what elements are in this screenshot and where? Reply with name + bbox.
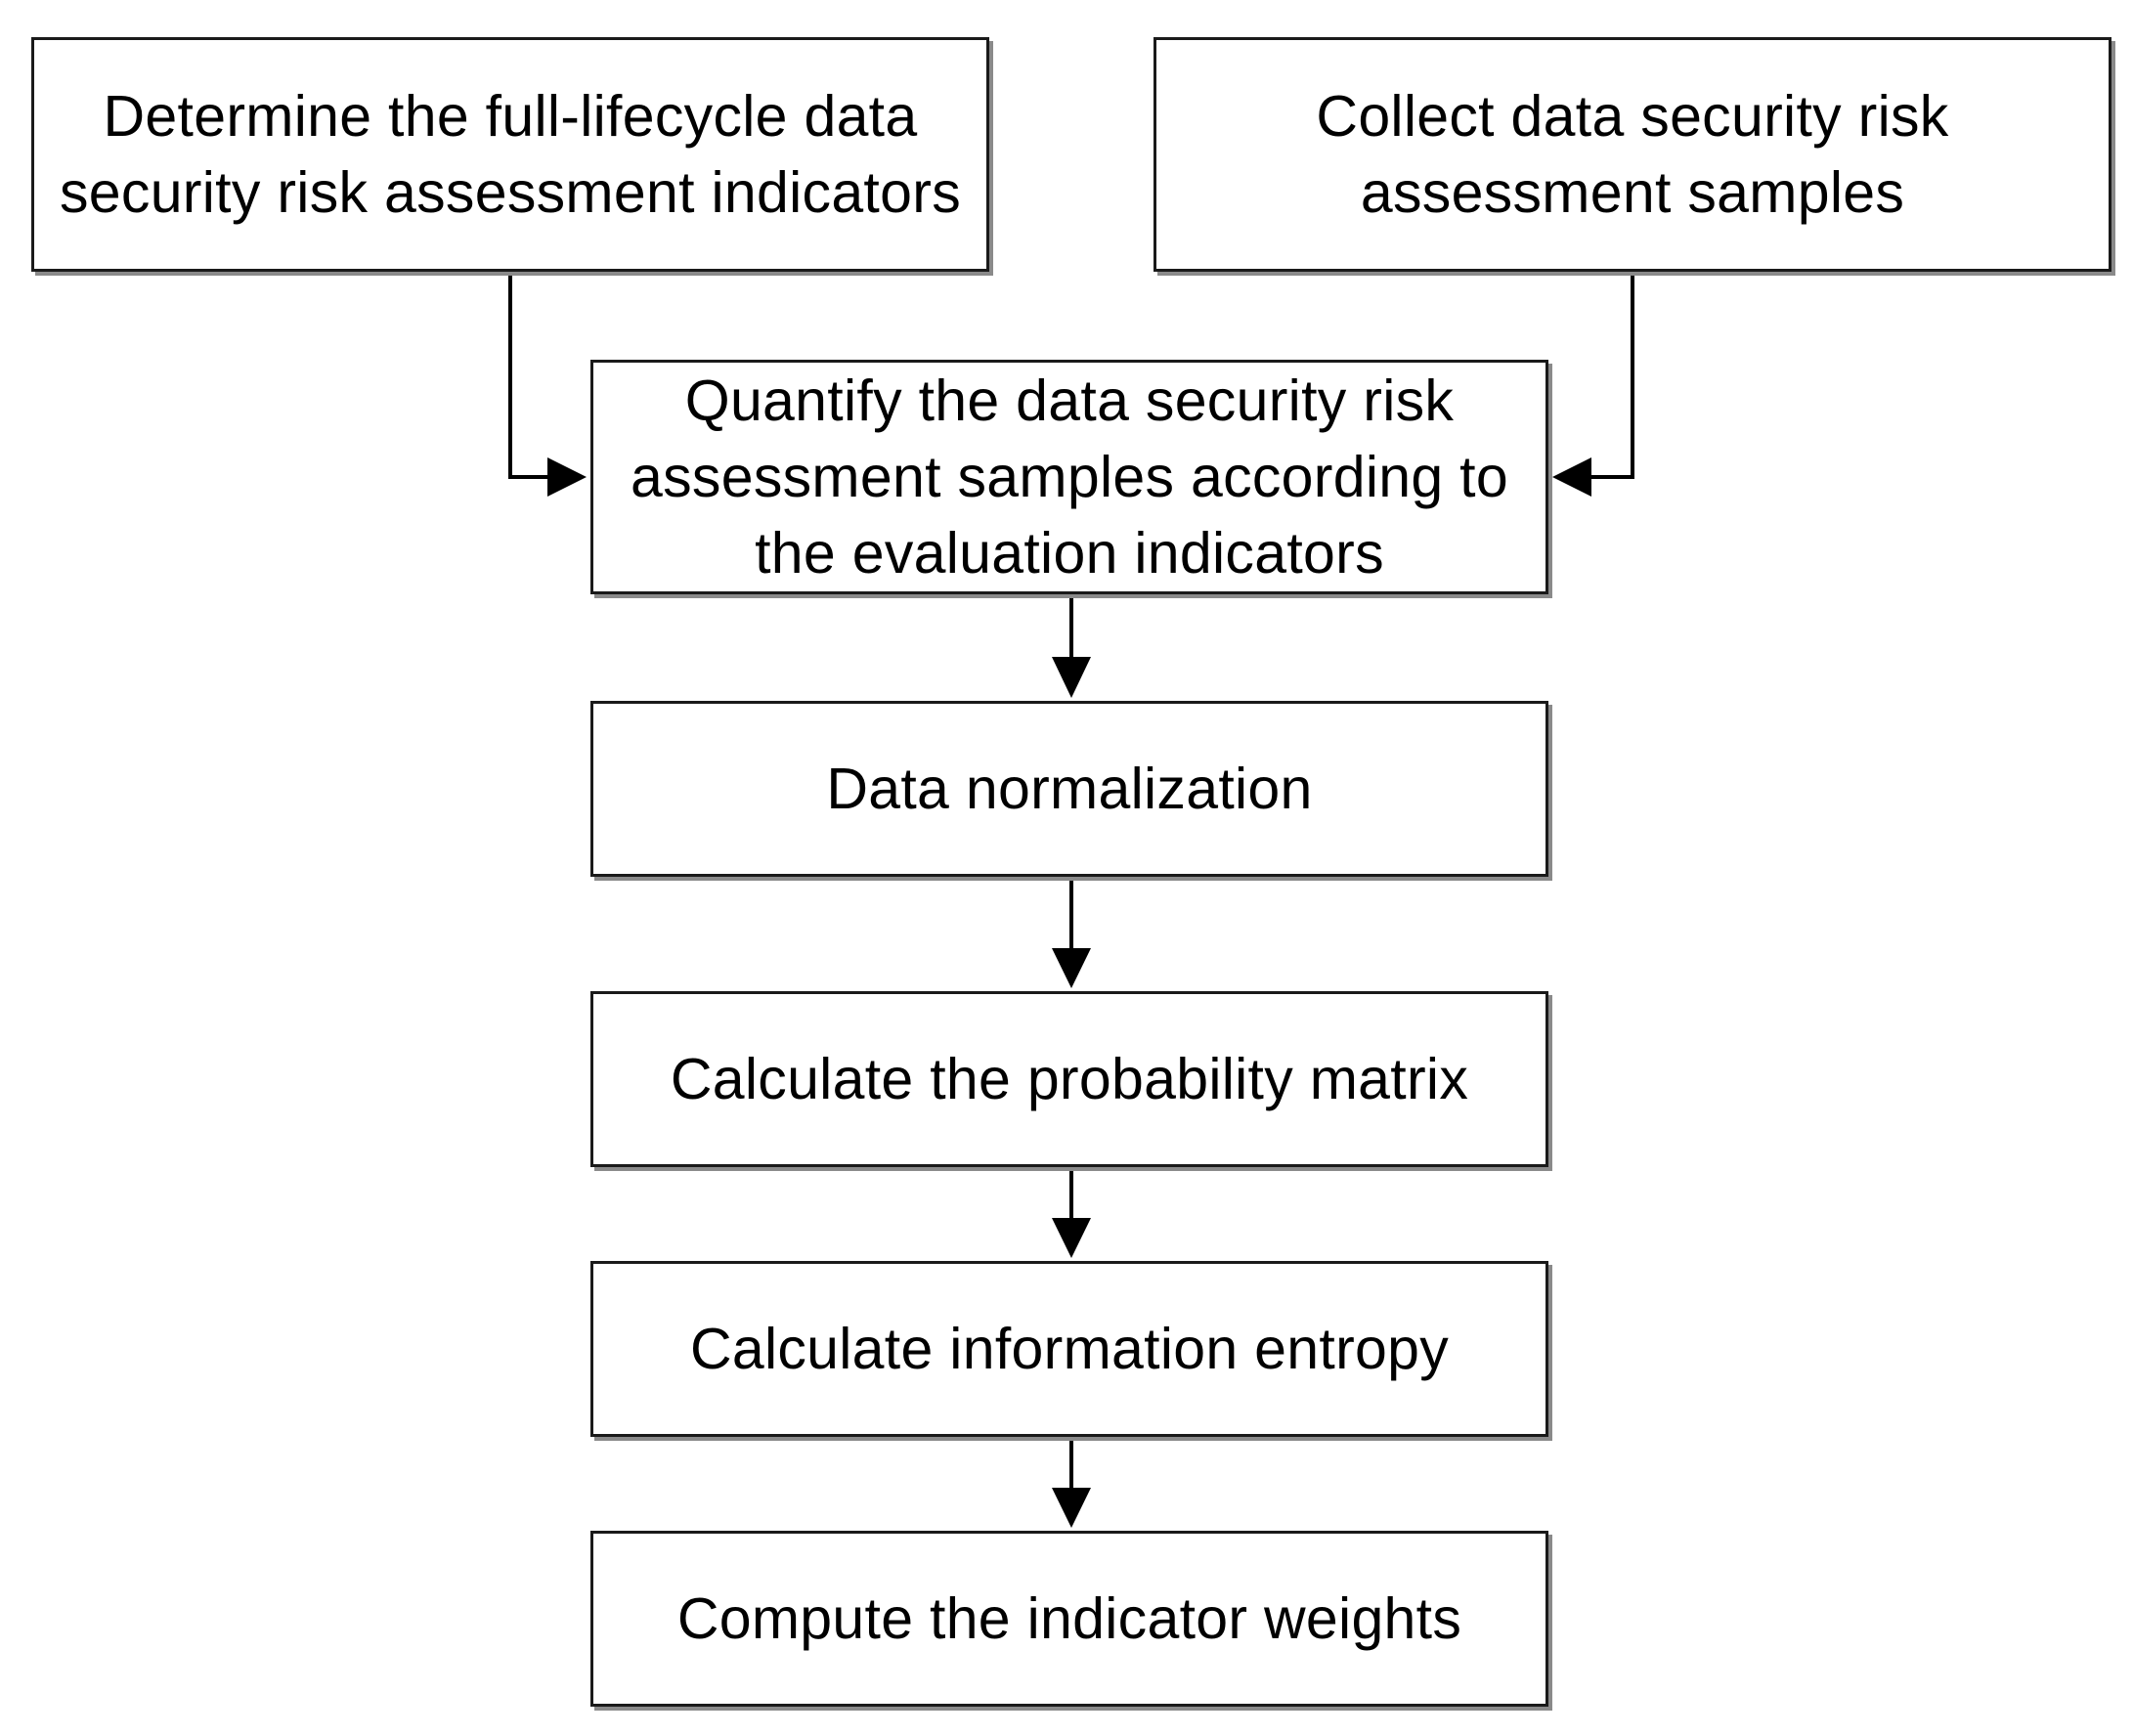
step-label-determine-indicators: Determine the full-lifecycle data securi… [59, 84, 961, 225]
step-box-determine-indicators: Determine the full-lifecycle data securi… [31, 37, 989, 272]
step-label-probability-matrix: Calculate the probability matrix [670, 1047, 1469, 1111]
step-label-collect-samples: Collect data security risk assessment sa… [1316, 84, 1949, 225]
arrowhead-normalization-to-probability [1052, 948, 1091, 988]
step-box-collect-samples: Collect data security risk assessment sa… [1154, 37, 2111, 272]
arrowhead-collect-to-quantify [1552, 457, 1591, 497]
step-label-data-normalization: Data normalization [826, 757, 1313, 821]
step-label-information-entropy: Calculate information entropy [689, 1317, 1450, 1381]
step-box-indicator-weights: Compute the indicator weights [590, 1531, 1548, 1707]
arrowhead-determine-to-quantify [547, 457, 587, 497]
arrowhead-quantify-to-normalization [1052, 657, 1091, 698]
step-box-data-normalization: Data normalization [590, 701, 1548, 877]
step-box-quantify-samples: Quantify the data security risk assessme… [590, 360, 1548, 594]
arrow-collect-to-quantify [1576, 272, 1634, 479]
step-label-indicator-weights: Compute the indicator weights [676, 1586, 1462, 1651]
step-box-information-entropy: Calculate information entropy [590, 1261, 1548, 1437]
arrow-determine-to-quantify [508, 272, 562, 479]
step-box-probability-matrix: Calculate the probability matrix [590, 991, 1548, 1167]
arrowhead-probability-to-entropy [1052, 1218, 1091, 1258]
arrowhead-entropy-to-weights [1052, 1488, 1091, 1528]
step-label-quantify-samples: Quantify the data security risk assessme… [631, 369, 1508, 586]
